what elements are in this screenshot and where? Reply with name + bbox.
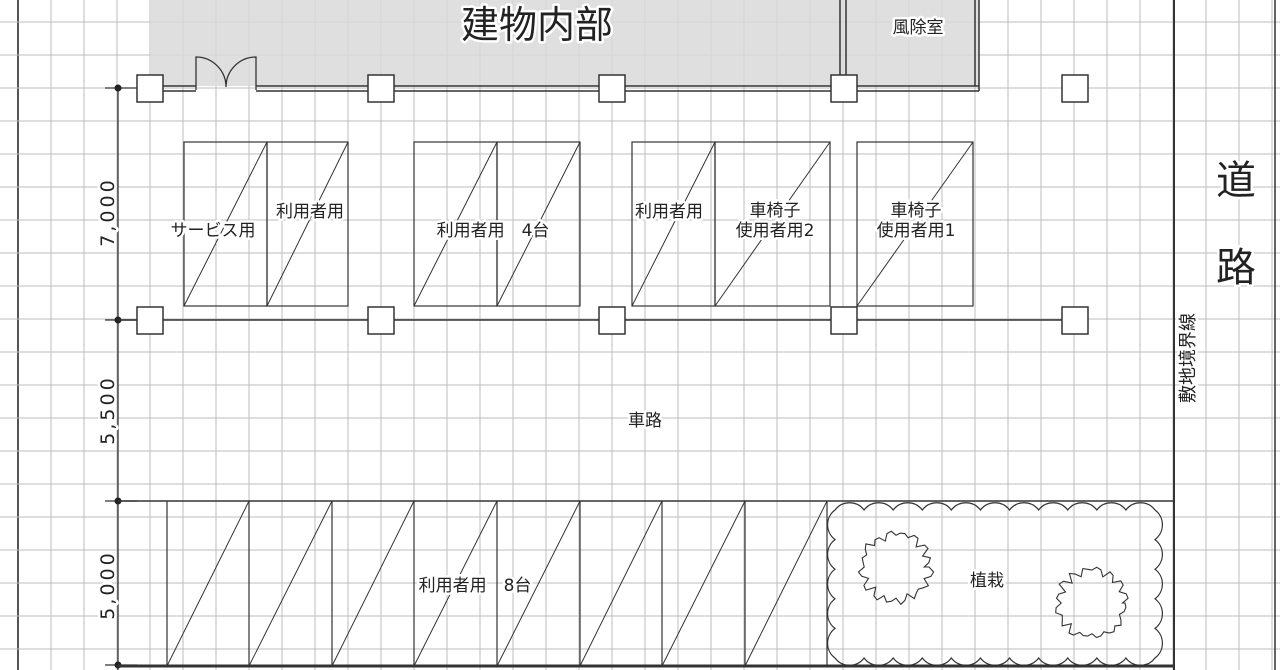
tree-icon — [857, 530, 935, 606]
stall-diagonal — [166, 500, 250, 667]
stall-label-user-c: 利用者用 — [635, 202, 703, 222]
tree-icon — [1055, 566, 1129, 639]
parking-stall — [714, 141, 831, 307]
stall-diagonal — [413, 500, 498, 667]
stall-diagonal — [631, 141, 716, 307]
stall-label-wheelchair-1-line2: 使用者用1 — [877, 220, 956, 241]
parking-stall — [266, 141, 349, 307]
column-square — [830, 306, 858, 335]
site-boundary-label: 敷地境界線 — [1178, 313, 1199, 403]
stall-diagonal — [331, 500, 415, 667]
dimension-lane: 5,500 — [97, 375, 119, 444]
lower-row-label: 利用者用 8台 — [419, 576, 532, 596]
stall-diagonal — [248, 500, 333, 667]
stall-diagonal — [661, 500, 746, 667]
building-interior-area — [150, 0, 979, 86]
stall-label-wheelchair-1-line1: 車椅子 — [891, 201, 942, 221]
parking-stall — [496, 141, 581, 307]
stall-diagonal — [183, 141, 268, 307]
stall-diagonal — [496, 500, 581, 667]
stall-diagonal — [579, 500, 663, 667]
planting-area-outline — [827, 502, 1163, 666]
stall-diagonal — [856, 141, 974, 307]
planting-label: 植栽 — [970, 571, 1004, 591]
stall-label-user-b: 利用者用 4台 — [437, 221, 550, 241]
stall-label-user-a: 利用者用 — [276, 202, 344, 222]
dimension-lower-row: 5,000 — [97, 550, 119, 619]
parking-stall — [856, 141, 974, 307]
road-label-char-1: 道 — [1216, 158, 1256, 204]
stall-label-wheelchair-2-line2: 使用者用2 — [736, 220, 815, 241]
vestibule-label: 風除室 — [893, 18, 944, 38]
stall-label-wheelchair-2-line1: 車椅子 — [750, 201, 801, 221]
stall-diagonal — [714, 141, 831, 307]
column-square — [1061, 74, 1089, 103]
stall-label-service: サービス用 — [171, 221, 256, 241]
stall-diagonal — [266, 141, 349, 307]
column-square — [830, 74, 858, 103]
stall-diagonal — [744, 500, 828, 667]
column-square — [367, 74, 395, 103]
stall-diagonal — [413, 141, 498, 307]
dimension-upper-row: 7,000 — [97, 177, 119, 246]
building-title: 建物内部 — [461, 3, 613, 47]
column-square — [598, 74, 626, 103]
structural-columns — [136, 74, 1089, 335]
stall-diagonal — [496, 141, 581, 307]
parking-stalls — [118, 141, 1174, 668]
entrance-door-icon — [195, 56, 257, 90]
column-square — [367, 306, 395, 335]
column-square — [598, 306, 626, 335]
lane-label: 車路 — [628, 411, 662, 431]
column-square — [1061, 306, 1089, 335]
column-square — [136, 74, 164, 103]
road-label-char-2: 路 — [1216, 245, 1256, 291]
column-square — [136, 306, 164, 335]
